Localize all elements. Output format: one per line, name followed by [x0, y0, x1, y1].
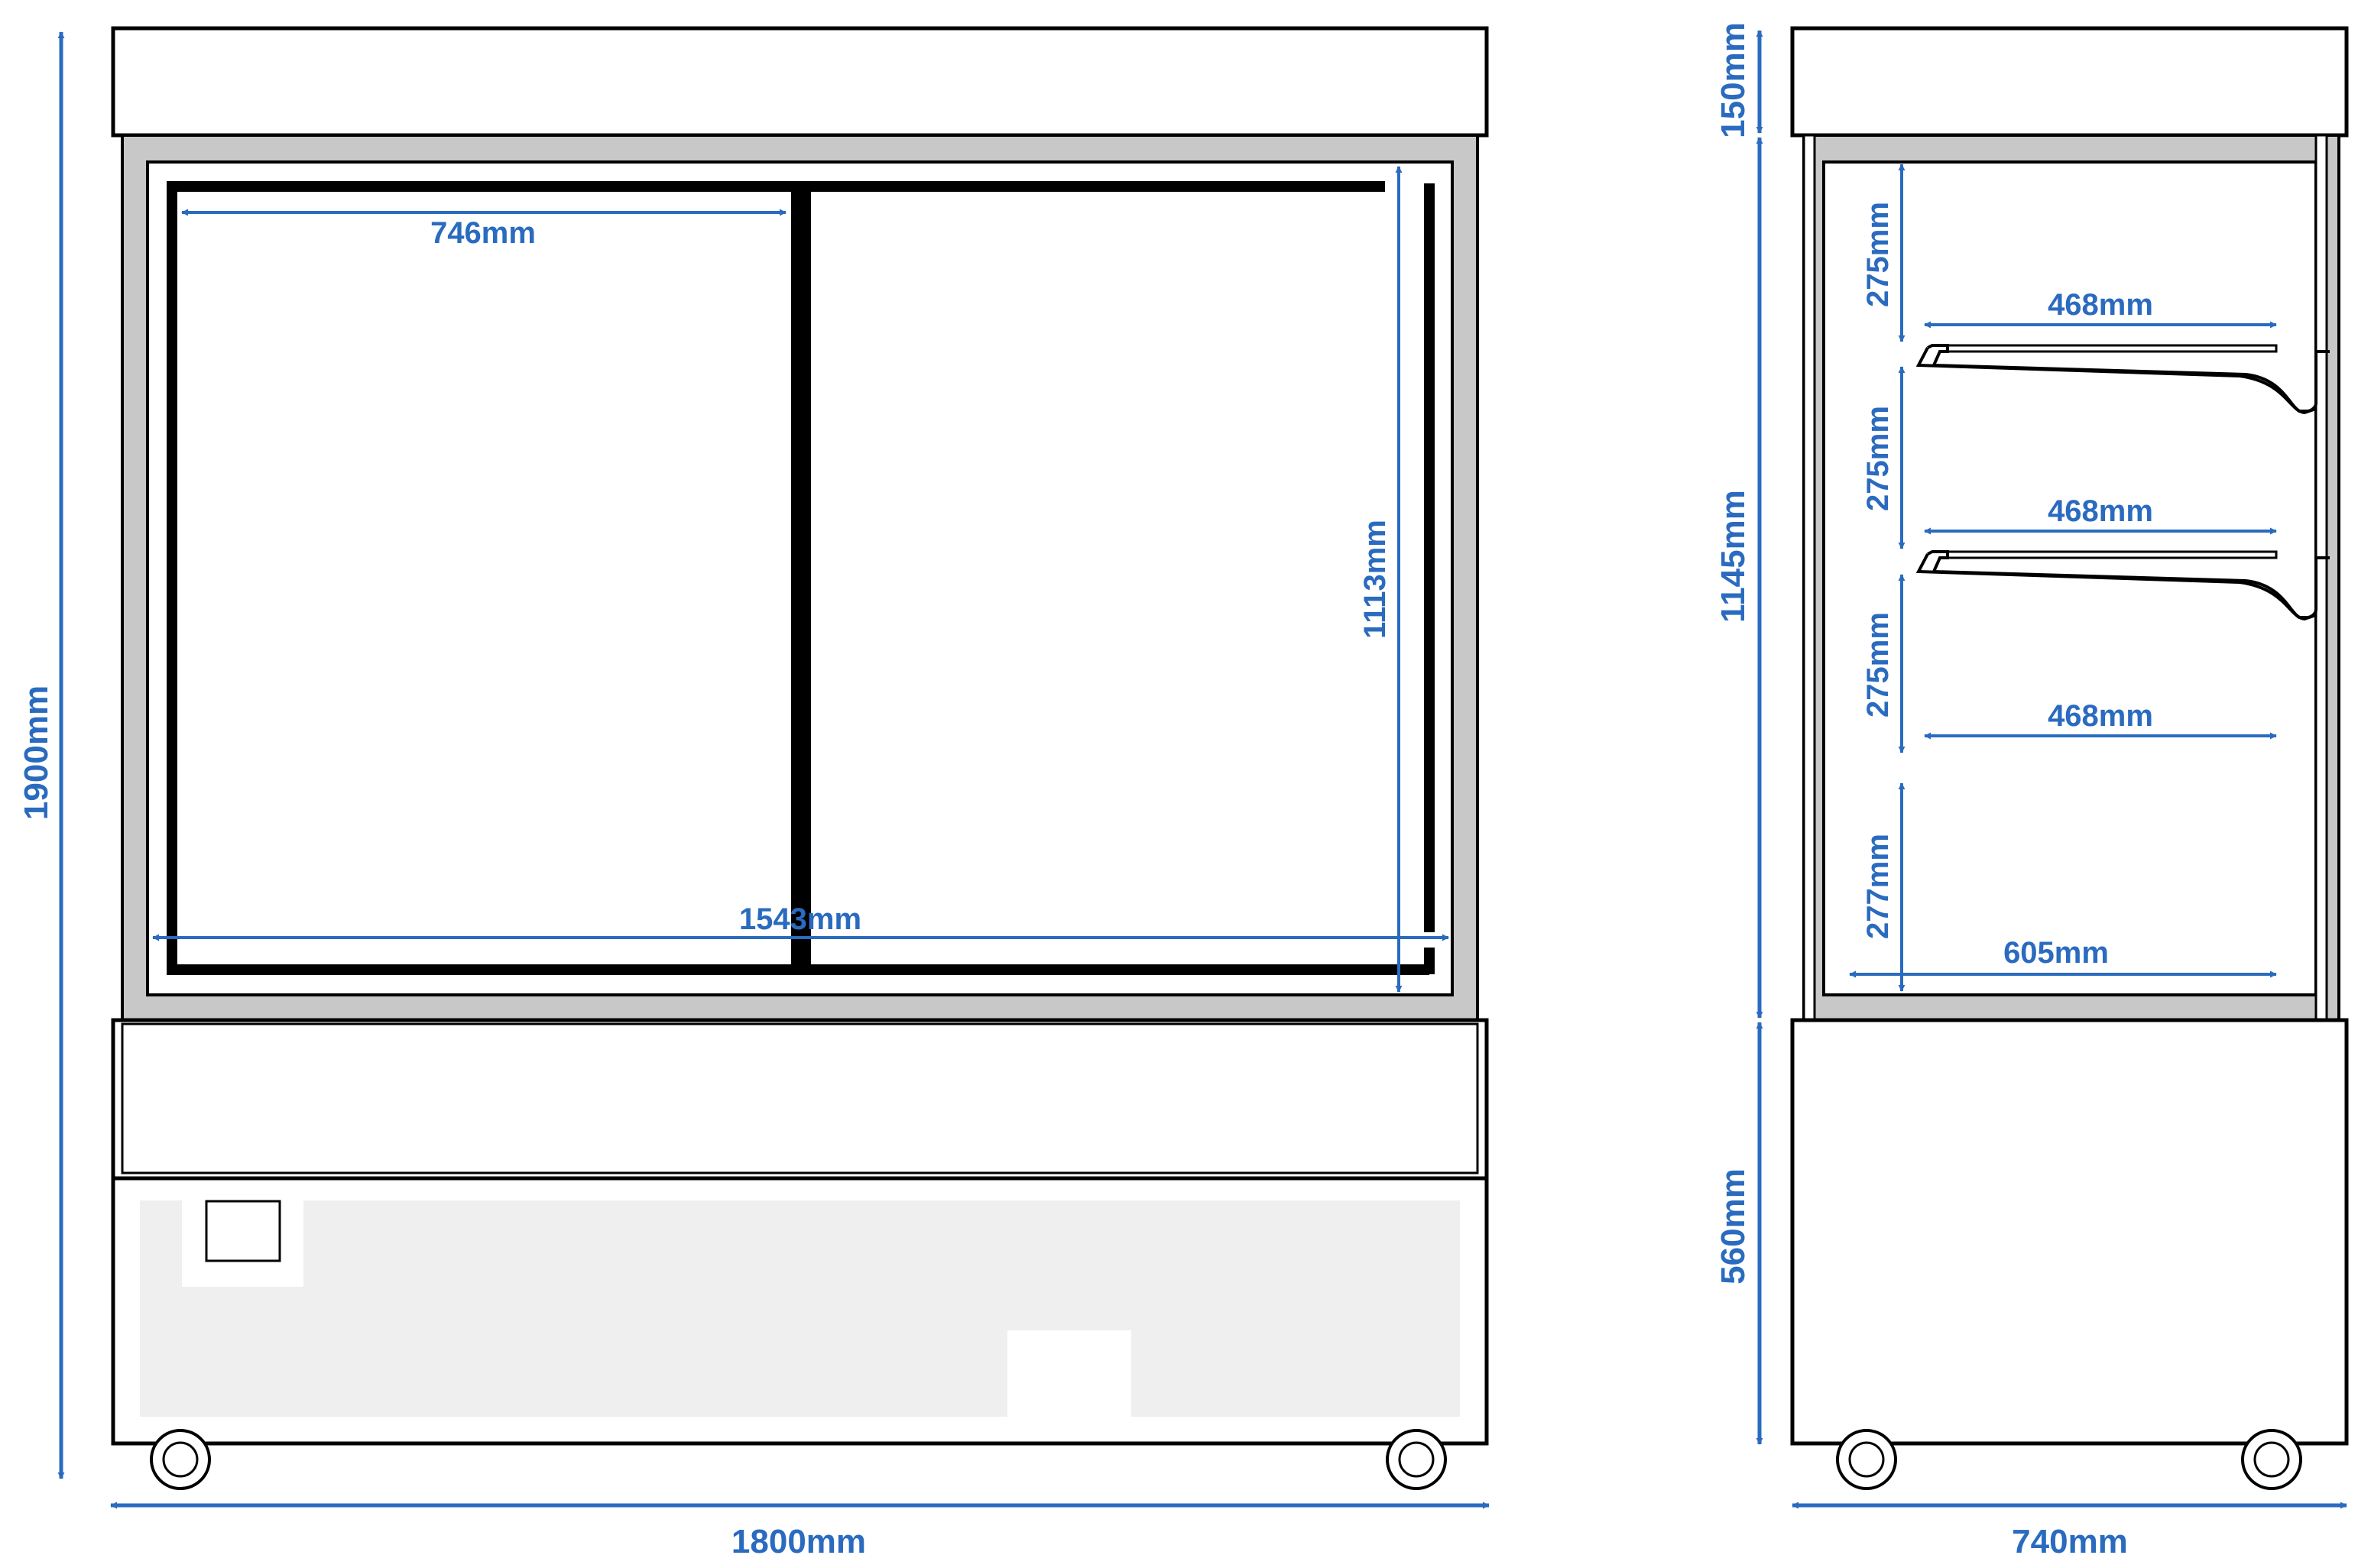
dim-door-width: 746mm — [430, 216, 536, 250]
dim-spacing-1: 275mm — [1861, 202, 1895, 307]
side-base — [1790, 1018, 2349, 1446]
dim-total-depth: 740mm — [2012, 1523, 2128, 1560]
front-wheel-left — [150, 1429, 211, 1490]
side-interior — [1822, 160, 2317, 996]
side-view: 150mm 1145mm 560mm 740mm 275mm 275mm 275… — [1714, 22, 2349, 1560]
dim-display-height: 1145mm — [1714, 490, 1752, 623]
dim-spacing-2: 275mm — [1861, 406, 1895, 511]
front-wheel-right — [1386, 1429, 1447, 1490]
side-canopy — [1790, 26, 2349, 138]
dim-canopy-height: 150mm — [1714, 22, 1752, 138]
dim-spacing-3: 275mm — [1861, 612, 1895, 718]
side-left-post — [1802, 134, 1816, 1022]
side-back-wall — [2314, 134, 2328, 1022]
control-display — [205, 1200, 281, 1262]
dim-spacing-4: 277mm — [1861, 834, 1895, 939]
shelf-middle — [1915, 550, 2330, 621]
dim-total-height: 1900mm — [18, 685, 55, 820]
dim-depth-2: 468mm — [2048, 494, 2153, 528]
front-canopy — [111, 26, 1489, 138]
side-wheel-right — [2241, 1429, 2302, 1490]
dim-opening-height: 1113mm — [1358, 520, 1392, 639]
dim-base-height: 560mm — [1714, 1168, 1752, 1285]
shelf-upper — [1915, 344, 2330, 415]
dim-depth-3: 468mm — [2048, 699, 2153, 733]
dim-total-width: 1800mm — [731, 1523, 866, 1560]
dim-depth-1: 468mm — [2048, 288, 2153, 322]
side-wheel-left — [1836, 1429, 1897, 1490]
dim-opening-width: 1543mm — [739, 902, 861, 936]
dim-depth-4: 605mm — [2003, 936, 2109, 970]
front-vent-panel — [140, 1200, 1460, 1417]
front-view: 1900mm 1800mm 746mm 1543mm 1113mm — [18, 26, 1490, 1560]
front-base-band-inner — [121, 1022, 1479, 1174]
